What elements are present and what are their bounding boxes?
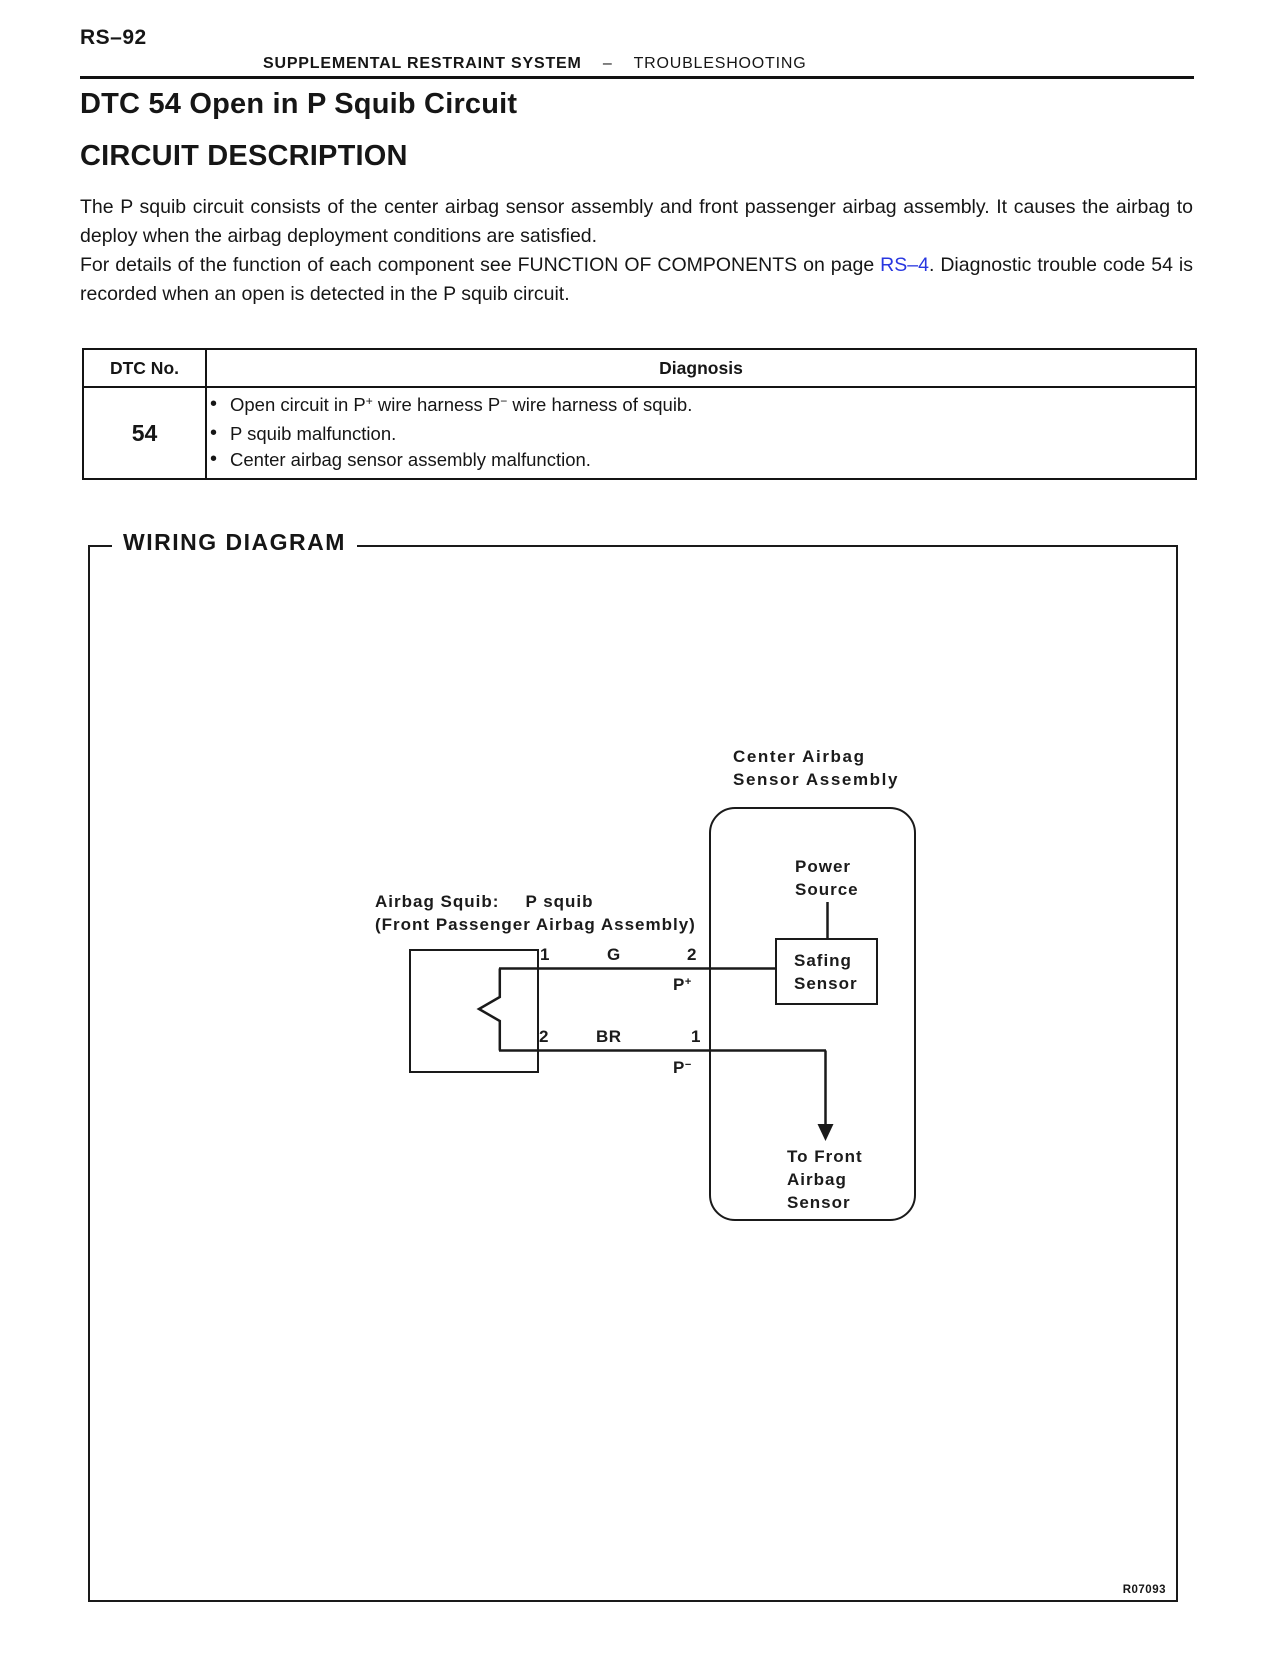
down-arrow-icon — [817, 1124, 834, 1141]
diagnosis-item-1: Open circuit in P+ wire harness P− wire … — [207, 391, 1195, 421]
power-source-label: Power Source — [795, 855, 859, 901]
running-header: SUPPLEMENTAL RESTRAINT SYSTEM – TROUBLES… — [263, 55, 806, 73]
ecu-pin-2: 2 — [687, 945, 697, 964]
wiring-diagram-title: WIRING DIAGRAM — [112, 529, 357, 556]
to-front-line1: To Front — [787, 1147, 863, 1166]
p-minus-base: P — [673, 1058, 685, 1077]
squib-label: Airbag Squib: P squib (Front Passenger Ai… — [375, 890, 696, 936]
p-minus-superscript: − — [500, 394, 508, 409]
paragraph-2-text-after: . Diagnostic trouble code 54 is recorded… — [80, 254, 1193, 305]
page-number: RS–92 — [80, 26, 147, 49]
wire-name-p-minus: P− — [673, 1058, 692, 1078]
page-title: DTC 54 Open in P Squib Circuit — [80, 88, 518, 120]
p-plus-sup: + — [684, 976, 692, 988]
p-plus-superscript: + — [365, 394, 373, 409]
diagnosis-header: Diagnosis — [205, 348, 1197, 388]
safing-sensor-label-line2: Sensor — [794, 973, 858, 993]
diagnosis-item-1-text: Open circuit in P — [230, 394, 366, 416]
safing-sensor-label-line1: Safing — [794, 950, 852, 970]
diagnosis-item-3: Center airbag sensor assembly malfunctio… — [207, 446, 1195, 474]
diagnosis-item-2: P squib malfunction. — [207, 420, 1195, 448]
p-plus-base: P — [673, 975, 685, 994]
page-reference-link[interactable]: RS–4 — [880, 254, 929, 276]
ecu-pin-1: 1 — [691, 1027, 701, 1046]
safing-sensor-box: Safing Sensor — [775, 938, 878, 1005]
squib-element-symbol — [476, 968, 502, 1051]
squib-label-part2: P squib — [525, 892, 594, 911]
dtc-table: DTC No. Diagnosis 54 Open circuit in P+ … — [82, 348, 1197, 480]
paragraph-2-text: For details of the function of each comp… — [80, 254, 881, 276]
to-front-line3: Sensor — [787, 1193, 851, 1212]
wire-color-br: BR — [596, 1027, 622, 1046]
wiring-diagram-frame: WIRING DIAGRAM Safing Sensor Center Airb… — [88, 529, 1178, 1602]
to-front-airbag-sensor-label: To Front Airbag Sensor — [787, 1145, 863, 1214]
squib-label-part1: Airbag Squib: — [375, 892, 500, 911]
circuit-description-text: The P squib circuit consists of the cent… — [80, 193, 1193, 309]
center-airbag-sensor-assembly-box — [709, 807, 916, 1221]
dtc-table-row: 54 Open circuit in P+ wire harness P− wi… — [82, 386, 1197, 480]
power-source-line1: Power — [795, 857, 852, 876]
running-header-system: SUPPLEMENTAL RESTRAINT SYSTEM — [263, 55, 582, 72]
power-source-line2: Source — [795, 880, 859, 899]
dtc-code: 54 — [82, 386, 207, 480]
description-paragraph-2: For details of the function of each comp… — [80, 251, 1193, 309]
wire-color-g: G — [607, 945, 621, 964]
section-heading: CIRCUIT DESCRIPTION — [80, 140, 408, 172]
figure-code: R07093 — [1122, 1584, 1166, 1596]
wiring-lines — [476, 902, 834, 1141]
running-header-separator: – — [602, 55, 613, 72]
squib-pin-2: 2 — [539, 1027, 549, 1046]
diagnosis-cell: Open circuit in P+ wire harness P− wire … — [205, 386, 1197, 480]
wire-name-p-plus: P+ — [673, 975, 692, 995]
running-header-section: TROUBLESHOOTING — [633, 55, 807, 72]
assembly-label-line1: Center Airbag — [733, 747, 866, 766]
squib-label-line1: Airbag Squib: P squib — [375, 890, 696, 913]
p-minus-sup: − — [684, 1059, 692, 1071]
dtc-no-header: DTC No. — [82, 348, 207, 388]
airbag-squib-box — [409, 949, 539, 1073]
assembly-label: Center Airbag Sensor Assembly — [733, 745, 899, 791]
squib-label-line2: (Front Passenger Airbag Assembly) — [375, 915, 696, 934]
assembly-label-line2: Sensor Assembly — [733, 770, 900, 789]
description-paragraph-1: The P squib circuit consists of the cent… — [80, 196, 1193, 247]
diagnosis-item-1-text-mid: wire harness P — [372, 394, 501, 416]
diagnosis-item-1-text-end: wire harness of squib. — [507, 394, 693, 416]
to-front-line2: Airbag — [787, 1170, 847, 1189]
dtc-table-header-row: DTC No. Diagnosis — [82, 348, 1197, 388]
header-rule — [80, 76, 1194, 79]
squib-pin-1: 1 — [540, 945, 550, 964]
